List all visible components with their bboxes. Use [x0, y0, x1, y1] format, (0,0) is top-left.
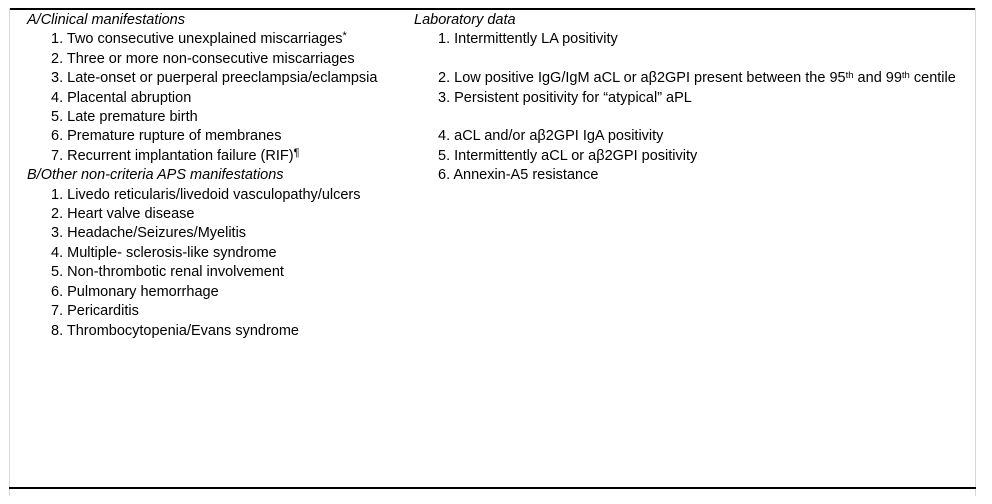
list-item: 2. Low positive IgG/IgM aCL or aβ2GPI pr… — [414, 69, 982, 88]
item-number: 4. — [51, 244, 64, 261]
item-number: 2. — [51, 206, 64, 223]
item-text-middle: and 99 — [853, 70, 902, 87]
list-item: 7. Recurrent implantation failure (RIF)¶ — [27, 147, 394, 166]
item-text: Multiple- sclerosis-like syndrome — [67, 244, 277, 261]
table-top-border — [9, 8, 976, 10]
item-text: Intermittently LA positivity — [454, 31, 618, 48]
list-item: 4. Multiple- sclerosis-like syndrome — [27, 244, 394, 263]
list-item: 3. Headache/Seizures/Myelitis — [27, 224, 394, 243]
section-b-list: 1. Livedo reticularis/livedoid vasculopa… — [27, 186, 394, 341]
table-right-rule — [975, 8, 976, 496]
section-b-heading: B/Other non-criteria APS manifestations — [27, 167, 284, 184]
item-text: Headache/Seizures/Myelitis — [67, 225, 247, 242]
list-item: 4. aCL and/or aβ2GPI IgA positivity — [414, 127, 982, 146]
footnote-marker: ¶ — [293, 147, 300, 159]
table-columns: A/Clinical manifestations 1. Two consecu… — [0, 11, 992, 341]
item-text: Three or more non-consecutive miscarriag… — [66, 50, 355, 67]
item-number: 7. — [51, 147, 64, 164]
list-item: 8. Thrombocytopenia/Evans syndrome — [27, 322, 394, 341]
list-item: 1. Livedo reticularis/livedoid vasculopa… — [27, 186, 394, 205]
item-text: Recurrent implantation failure (RIF) — [67, 147, 294, 164]
item-text: Pulmonary hemorrhage — [67, 283, 219, 300]
section-a-heading: A/Clinical manifestations — [27, 12, 185, 28]
item-number: 6. — [51, 283, 64, 300]
section-b: B/Other non-criteria APS manifestations … — [27, 166, 394, 341]
item-number: 3. — [51, 70, 64, 87]
list-item: 7. Pericarditis — [27, 302, 394, 321]
list-item: 6. Premature rupture of membranes — [27, 127, 394, 146]
item-text: Heart valve disease — [67, 206, 195, 223]
list-item: 1. Two consecutive unexplained miscarria… — [27, 30, 394, 49]
list-item: 1. Intermittently LA positivity — [414, 30, 982, 49]
laboratory-data-list: 1. Intermittently LA positivity 2. Low p… — [414, 30, 982, 185]
item-number: 5. — [438, 147, 451, 164]
item-number: 8. — [51, 322, 64, 339]
item-text: aCL and/or aβ2GPI IgA positivity — [454, 128, 664, 145]
item-text: Late premature birth — [67, 109, 198, 126]
list-item: 2. Heart valve disease — [27, 205, 394, 224]
item-number: 1. — [51, 31, 64, 48]
list-item: 3. Persistent positivity for “atypical” … — [414, 89, 982, 108]
item-number: 4. — [438, 128, 451, 145]
item-text: Annexin-A5 resistance — [453, 167, 599, 184]
item-text: Two consecutive unexplained miscarriages — [66, 31, 343, 48]
item-number: 2. — [438, 70, 451, 87]
item-number: 4. — [51, 89, 64, 106]
item-number: 1. — [438, 31, 451, 48]
item-text: Thrombocytopenia/Evans syndrome — [66, 322, 299, 339]
list-item: 3. Late-onset or puerperal preeclampsia/… — [27, 69, 394, 88]
item-number: 6. — [438, 167, 451, 184]
footnote-marker: * — [342, 30, 347, 43]
table-left-rule — [9, 8, 10, 496]
list-item: 6. Pulmonary hemorrhage — [27, 283, 394, 302]
list-item: 4. Placental abruption — [27, 89, 394, 108]
item-number: 5. — [51, 109, 64, 126]
list-item: 5. Intermittently aCL or aβ2GPI positivi… — [414, 147, 982, 166]
item-number: 2. — [51, 50, 64, 67]
item-text-after: centile — [909, 70, 956, 87]
clinical-manifestations-column: A/Clinical manifestations 1. Two consecu… — [0, 11, 402, 341]
item-number: 3. — [438, 89, 451, 106]
item-text: Low positive IgG/IgM aCL or aβ2GPI prese… — [454, 70, 846, 87]
item-text: Livedo reticularis/livedoid vasculopathy… — [67, 186, 361, 203]
list-item: 5. Late premature birth — [27, 108, 394, 127]
item-text: Late-onset or puerperal preeclampsia/ecl… — [67, 70, 378, 87]
section-a: A/Clinical manifestations 1. Two consecu… — [27, 11, 394, 166]
item-number: 7. — [51, 303, 64, 320]
item-number: 3. — [51, 225, 64, 242]
laboratory-data-column: Laboratory data 1. Intermittently LA pos… — [402, 11, 992, 186]
item-number: 1. — [51, 186, 64, 203]
section-a-list: 1. Two consecutive unexplained miscarria… — [27, 30, 394, 166]
list-item: 2. Three or more non-consecutive miscarr… — [27, 50, 394, 69]
item-text: Pericarditis — [67, 303, 139, 320]
item-number: 5. — [51, 264, 64, 281]
table-bottom-border — [9, 487, 976, 489]
item-text: Non-thrombotic renal involvement — [67, 264, 284, 281]
laboratory-data-heading: Laboratory data — [414, 12, 516, 28]
ordinal-suffix: th — [845, 70, 854, 82]
list-item: 6. Annexin-A5 resistance — [414, 166, 982, 185]
item-text: Intermittently aCL or aβ2GPI positivity — [454, 147, 698, 164]
item-text: Persistent positivity for “atypical” aPL — [454, 89, 692, 106]
item-number: 6. — [51, 128, 64, 145]
ordinal-suffix: th — [901, 70, 910, 82]
item-text: Placental abruption — [67, 89, 192, 106]
list-item: 5. Non-thrombotic renal involvement — [27, 263, 394, 282]
item-text: Premature rupture of membranes — [67, 128, 282, 145]
